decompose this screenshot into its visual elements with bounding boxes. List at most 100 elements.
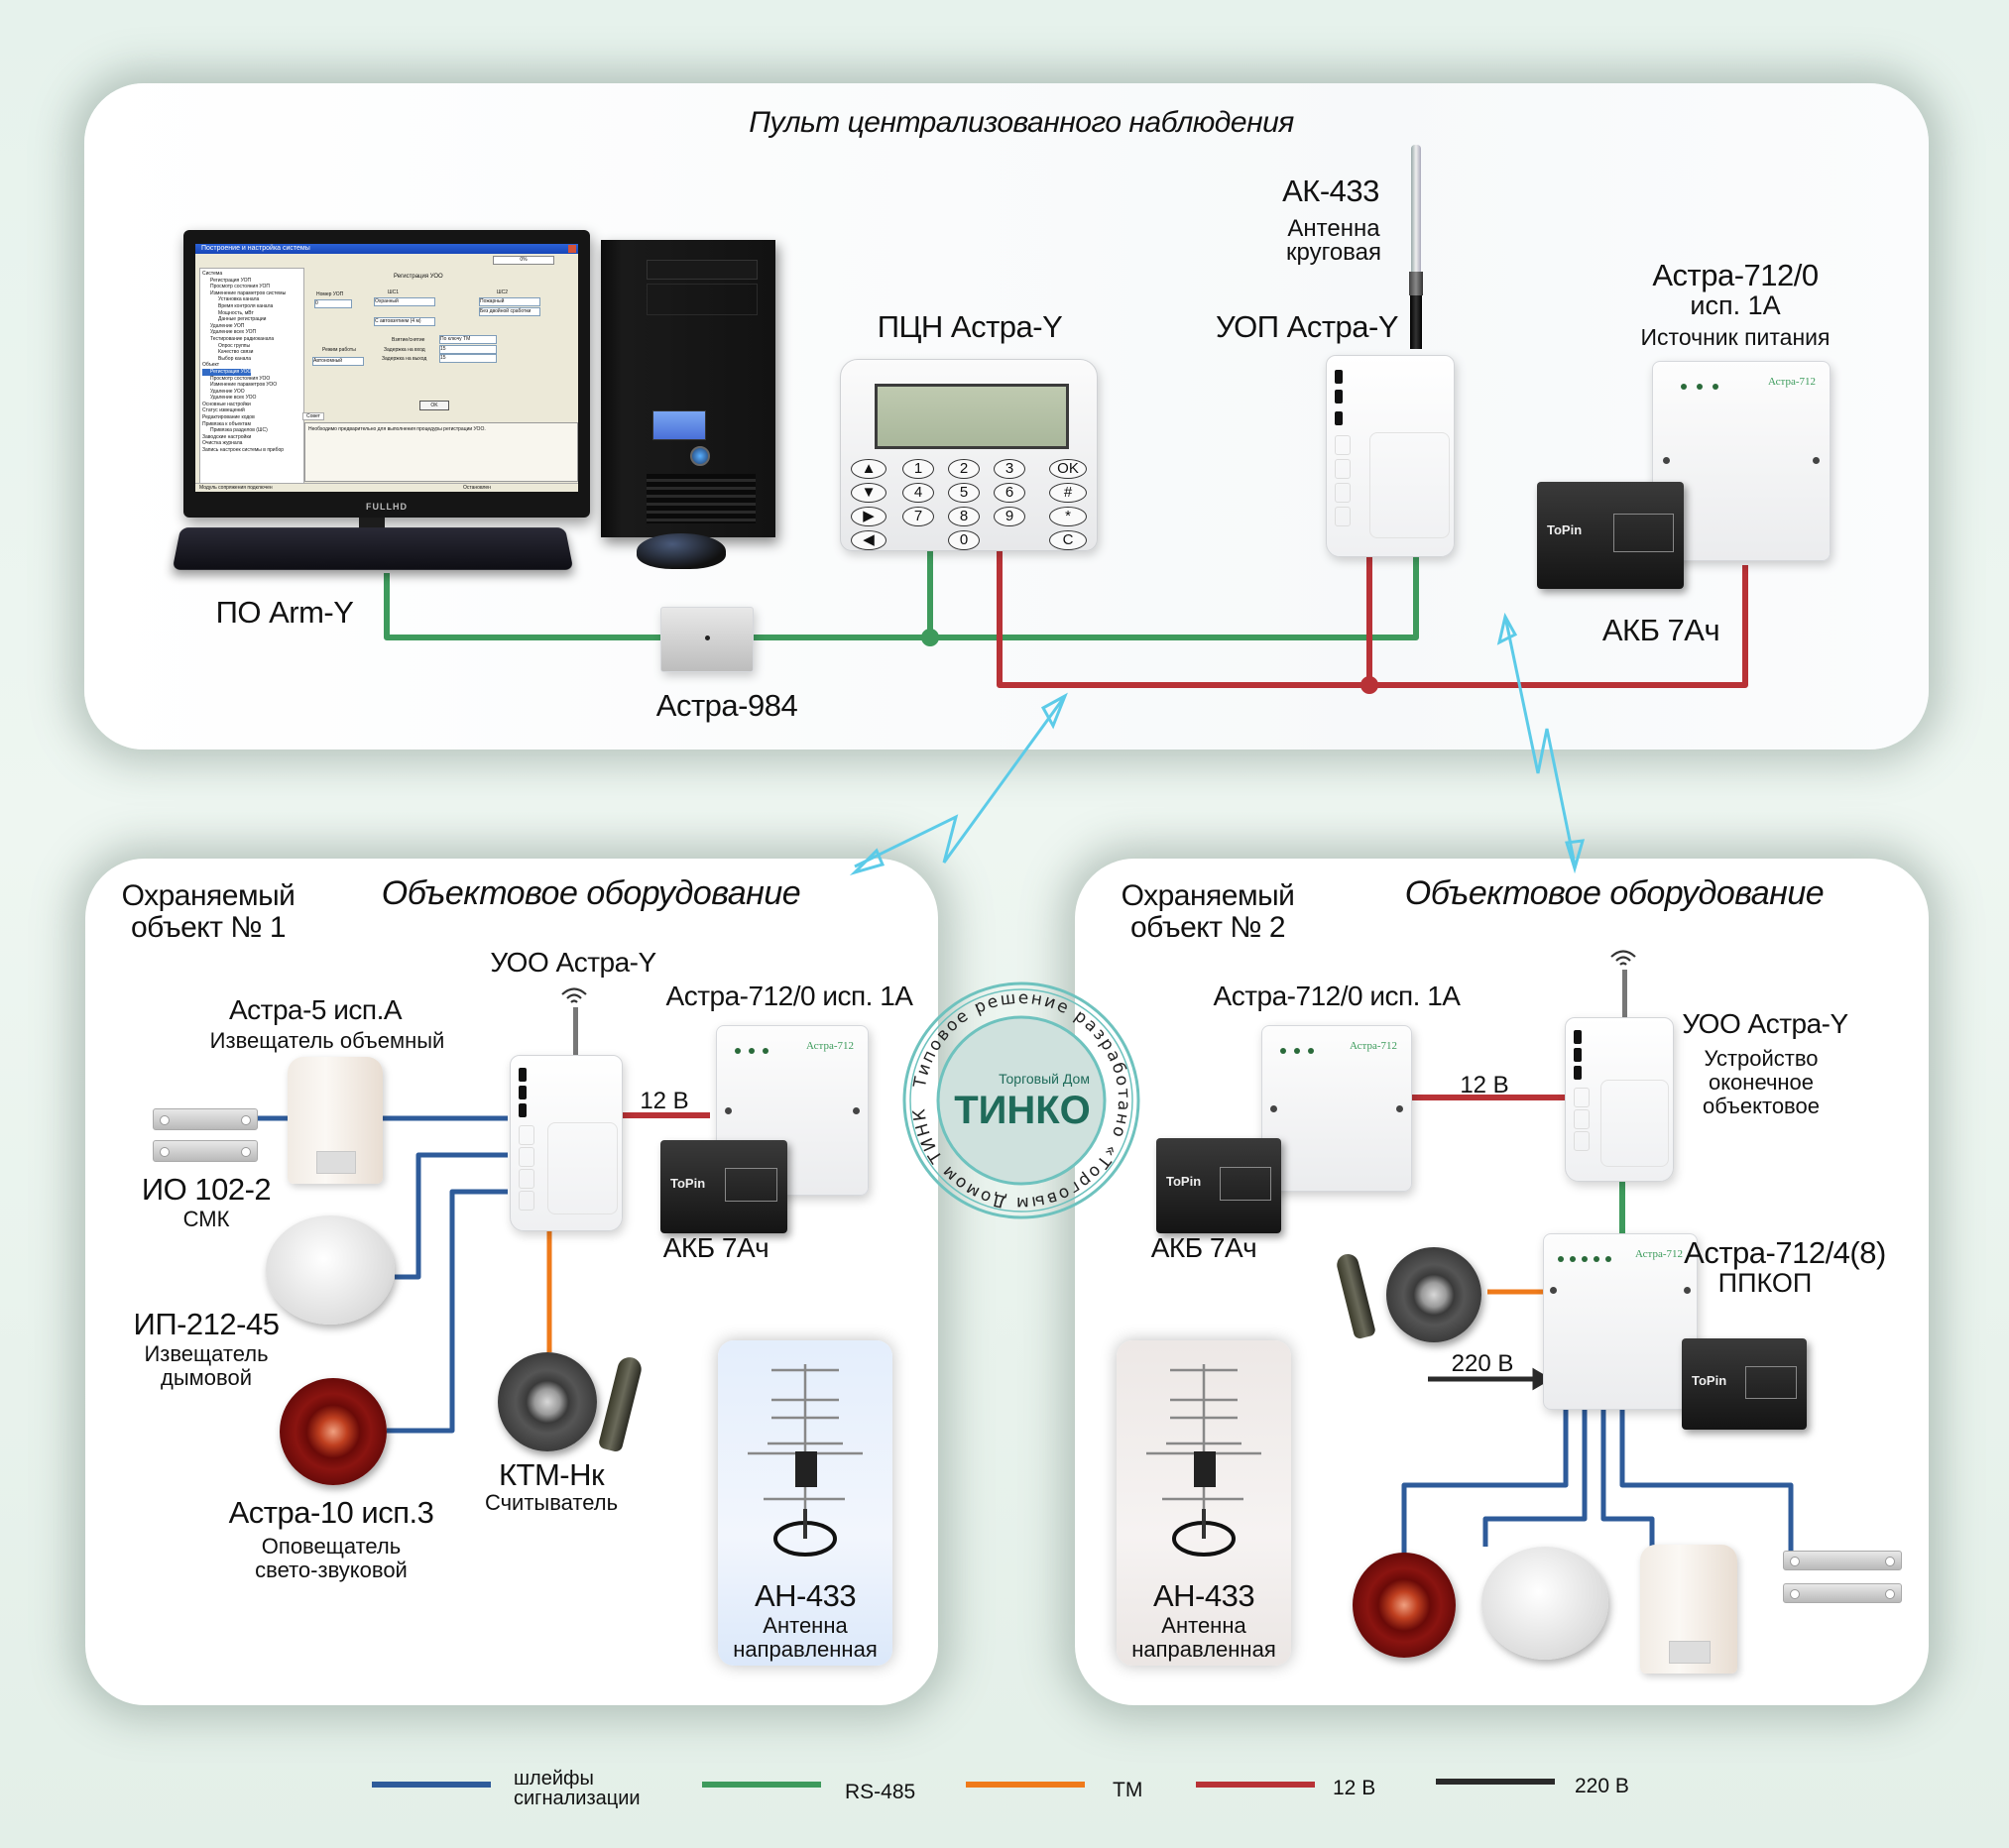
tree-item[interactable]: Основные настройки <box>202 401 251 407</box>
key-4[interactable]: 4 <box>902 483 934 503</box>
uop-label: УОП Астра-Y <box>1215 309 1399 344</box>
key-right[interactable]: ▶ <box>851 507 886 526</box>
tree-item[interactable]: Тестирование радиоканала <box>210 335 275 342</box>
arm-select[interactable]: По ключу ТМ <box>439 335 497 344</box>
tree-item[interactable]: Привязка к объектам <box>202 420 251 427</box>
tip-text: Необходимо предварительно для выполнения… <box>308 426 486 432</box>
tree-item[interactable]: Мощность, мВт <box>218 309 254 316</box>
power-button[interactable] <box>690 446 710 466</box>
tip-tab[interactable]: Совет <box>302 412 324 420</box>
obj1-uoo <box>510 1055 623 1231</box>
progress-value: 0% <box>520 257 528 263</box>
uop-number-select[interactable]: 0 <box>314 299 352 308</box>
key-up[interactable]: ▲ <box>851 459 886 479</box>
tree-item[interactable]: Качество связи <box>218 349 254 356</box>
tree-item[interactable]: Очистка журнала <box>202 440 243 447</box>
legend-label-220v: 220 В <box>1575 1775 1629 1797</box>
key-8[interactable]: 8 <box>948 507 980 526</box>
key-9[interactable]: 9 <box>994 507 1025 526</box>
auto-arm-select[interactable]: С автовзятием (4 м) <box>374 317 435 326</box>
obj1-reader-desc: Считыватель <box>484 1490 619 1515</box>
status-bar: Модуль сопряжения подключен Остановлен <box>195 483 578 492</box>
tree-item[interactable]: Запись настроек системы в прибор <box>202 447 285 454</box>
tree-item[interactable]: Удаление всех УОО <box>210 395 257 402</box>
key-2[interactable]: 2 <box>948 459 980 479</box>
key-5[interactable]: 5 <box>948 483 980 503</box>
obj1-siren-model: Астра-10 исп.3 <box>228 1495 434 1530</box>
obj2-battery: ToPin <box>1156 1138 1281 1233</box>
obj2-uoo <box>1565 1017 1674 1182</box>
key-star[interactable]: * <box>1049 507 1087 526</box>
tree-item[interactable]: Удаление УОП <box>210 322 245 329</box>
tree-item[interactable]: Привязка разделов (ШС) <box>210 427 268 434</box>
obj2-battery-label: АКБ 7Ач <box>1150 1232 1257 1263</box>
tree-item[interactable]: Удаление УОО <box>210 388 245 395</box>
obj1-reader-model: КТМ-Нк <box>498 1457 605 1492</box>
obj2-uoo-desc1: Устройство <box>1704 1046 1819 1071</box>
obj2-ppkop-battery: ToPin <box>1682 1338 1807 1430</box>
psu-top-model: Астра-712/0 <box>1652 258 1819 292</box>
tree-item[interactable]: Система <box>202 271 223 277</box>
shs2-mode-select[interactable]: Без двойной сработки <box>479 307 540 316</box>
obj1-pir-desc: Извещатель объемный <box>209 1028 445 1053</box>
legend-loops-line1: шлейфы <box>514 1768 594 1790</box>
app-window[interactable]: Построение и настройка системы 0% Систем… <box>195 244 578 492</box>
pcn-display <box>875 384 1069 449</box>
status-right: Остановлен <box>463 485 491 491</box>
yagi-antenna-icon <box>748 1364 863 1557</box>
key-1[interactable]: 1 <box>902 459 934 479</box>
obj2-ppkop-model: Астра-712/4(8) <box>1684 1235 1886 1270</box>
key-0[interactable]: 0 <box>948 530 980 550</box>
tree-item[interactable]: Объект <box>202 362 220 369</box>
obj2-220v-label: 220 В <box>1451 1350 1514 1377</box>
window-close-icon[interactable] <box>568 245 576 253</box>
tree-item[interactable]: Изменение параметров системы <box>210 289 287 296</box>
keyboard <box>172 527 574 570</box>
mode-label: Режим работы <box>322 347 356 353</box>
tree-item[interactable]: Редактирование кодов <box>202 414 255 421</box>
tree-item[interactable]: Регистрация УОО <box>202 368 252 376</box>
tree-item[interactable]: Данные регистрации <box>218 316 267 323</box>
key-ok[interactable]: OK <box>1049 459 1087 479</box>
wifi-icon <box>559 985 589 1007</box>
obj1-pir-detector <box>288 1057 383 1184</box>
obj1-contact-desc: СМК <box>182 1207 230 1231</box>
key-down[interactable]: ▼ <box>851 483 886 503</box>
monitor: Построение и настройка системы 0% Систем… <box>183 230 590 518</box>
tree-item[interactable]: Удаление всех УОП <box>210 329 257 336</box>
key-3[interactable]: 3 <box>994 459 1025 479</box>
tree-item[interactable]: Регистрация УОП <box>210 277 252 284</box>
obj1-uoo-label: УОО Астра-Y <box>490 947 656 978</box>
tree-item[interactable]: Изменение параметров УОО <box>210 382 278 389</box>
key-left[interactable]: ◀ <box>851 530 886 550</box>
key-c[interactable]: C <box>1049 530 1087 550</box>
battery-top-label: АКБ 7Ач <box>1601 613 1720 647</box>
key-7[interactable]: 7 <box>902 507 934 526</box>
shs2-select[interactable]: Пожарный <box>479 297 540 306</box>
tree-item[interactable]: Заводские настройки <box>202 433 252 440</box>
converter-label: Астра-984 <box>655 688 798 723</box>
obj2-antenna-desc1: Антенна <box>1161 1613 1246 1638</box>
tree-item[interactable]: Выбор канала <box>218 355 252 362</box>
obj1-antenna-desc1: Антенна <box>763 1613 848 1638</box>
obj2-uoo-model: УОО Астра-Y <box>1682 1008 1848 1039</box>
exit-delay-select[interactable]: 15 <box>439 354 497 363</box>
shs1-select[interactable]: Охранный <box>374 297 435 306</box>
ok-button[interactable]: OK <box>419 401 449 410</box>
entry-delay-select[interactable]: 15 <box>439 345 497 354</box>
antenna-ak433-model: АК-433 <box>1282 173 1379 208</box>
key-hash[interactable]: # <box>1049 483 1087 503</box>
obj2-pir-detector <box>1640 1545 1737 1674</box>
mode-select[interactable]: Автономный <box>312 357 364 366</box>
obj1-heading: Объектовое оборудование <box>381 874 801 912</box>
tree-item[interactable]: Просмотр состояния УОО <box>210 375 271 382</box>
shs1-label: ШС1 <box>388 289 399 295</box>
key-6[interactable]: 6 <box>994 483 1025 503</box>
tree-item[interactable]: Установка канала <box>218 296 260 303</box>
tree-item[interactable]: Время контроля канала <box>218 302 274 309</box>
tree-item[interactable]: Просмотр состояния УОП <box>210 284 270 290</box>
stamp-inner-disc <box>936 1015 1107 1186</box>
tree-item[interactable]: Опрос группы <box>218 342 251 349</box>
tree-item[interactable]: Статус извещений <box>202 407 245 414</box>
